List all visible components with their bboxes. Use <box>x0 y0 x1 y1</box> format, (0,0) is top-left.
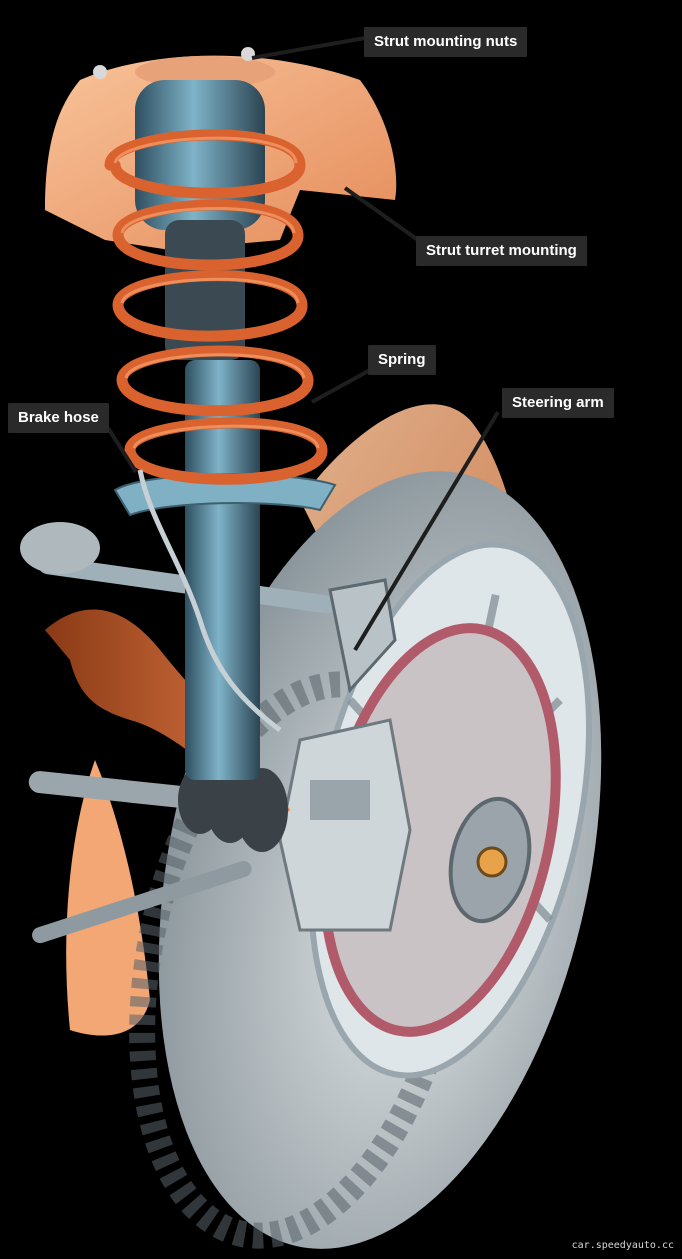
coil-spring <box>104 129 328 485</box>
label-spring: Spring <box>368 345 436 375</box>
label-steering-arm: Steering arm <box>502 388 614 418</box>
label-brake-hose: Brake hose <box>8 403 109 433</box>
label-strut-mounting-nuts: Strut mounting nuts <box>364 27 528 57</box>
cv-boot <box>178 766 288 852</box>
leader-spring <box>311 368 371 404</box>
leader-lines <box>106 36 500 652</box>
brake-caliper <box>278 718 412 932</box>
brake-hose-line <box>137 469 282 732</box>
strut-tube <box>185 360 260 780</box>
leader-strut-mounting-nuts <box>251 36 366 60</box>
anti-roll-bar <box>32 861 252 944</box>
track-rod-boot <box>20 522 100 574</box>
coil-spring-highlight <box>113 136 320 449</box>
leader-brake-hose <box>106 426 138 474</box>
leader-steering-arm <box>353 410 500 652</box>
caliper-pad <box>310 780 370 820</box>
leader-strut-turret-mounting <box>343 186 420 242</box>
label-strut-turret-mounting: Strut turret mounting <box>416 236 587 266</box>
wing-lower <box>66 760 150 1036</box>
hub-nut <box>476 846 508 878</box>
watermark: car.speedyauto.cc <box>571 1240 674 1251</box>
mounting-nut-left <box>93 65 107 79</box>
mounting-nut-right <box>241 47 255 61</box>
strut-upper <box>165 220 245 360</box>
